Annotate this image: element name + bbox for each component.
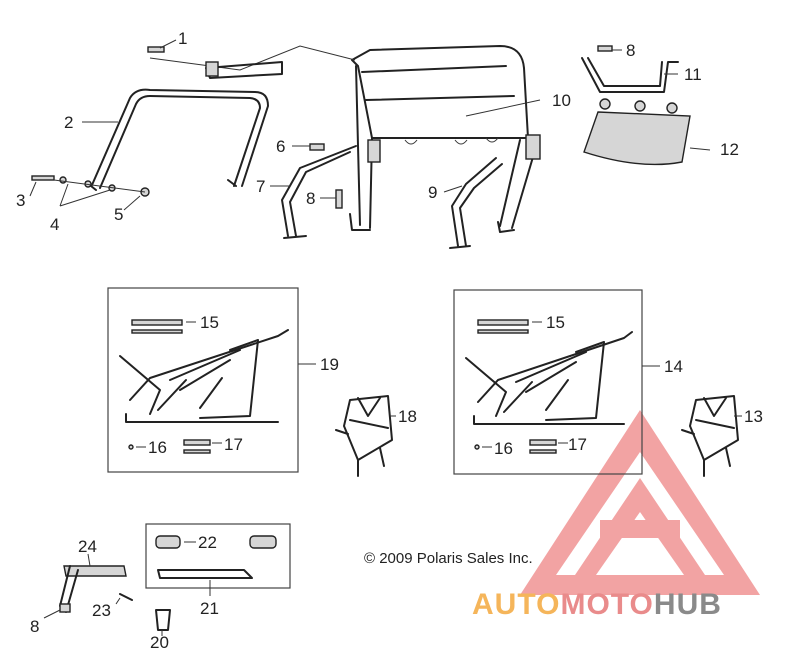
callout-5: 5: [114, 205, 123, 224]
callout-15-right: 15: [546, 313, 565, 332]
part-left-brace: [281, 143, 357, 239]
assembly-line-top: [149, 45, 356, 71]
part-side-net-13: [681, 395, 739, 477]
callout-21: 21: [200, 599, 219, 618]
part-storage-bag: [583, 98, 691, 166]
part-handle-24: [59, 565, 127, 613]
part-front-hoop: [85, 61, 283, 191]
callout-4: 4: [50, 215, 59, 234]
part-bolt-1: [147, 46, 165, 53]
callout-2: 2: [64, 113, 73, 132]
roll-cage-frame: [349, 45, 541, 233]
callout-9: 9: [428, 183, 437, 202]
callout-14: 14: [664, 357, 683, 376]
callout-23: 23: [92, 601, 111, 620]
callout-20: 20: [150, 633, 169, 652]
callout-12: 12: [720, 140, 739, 159]
callout-7: 7: [256, 177, 265, 196]
part-bolt-3: [31, 175, 150, 197]
callout-labels: 1 2 3 4 5 6 7 8 9 10 8 11 12 15 15 19 14…: [16, 29, 763, 652]
callout-16-right: 16: [494, 439, 513, 458]
kit-left-parts: [119, 319, 289, 454]
kit-box-left: [107, 287, 299, 473]
watermark-auto: AUTO: [472, 588, 560, 621]
callout-8-bottom: 8: [30, 617, 39, 636]
callout-1: 1: [178, 29, 187, 48]
part-grab-handle-kit: [155, 535, 277, 579]
callout-13: 13: [744, 407, 763, 426]
callout-11: 11: [684, 65, 702, 84]
watermark-hub: HUB: [654, 588, 722, 621]
part-right-brace: [449, 157, 503, 249]
copyright-notice: © 2009 Polaris Sales Inc.: [364, 550, 533, 567]
part-pin-23: [119, 593, 133, 601]
part-bolt-8-mid: [335, 189, 343, 209]
callout-10: 10: [552, 91, 571, 110]
callout-3: 3: [16, 191, 25, 210]
kit-box-right: [453, 289, 643, 475]
callout-8-mid: 8: [306, 189, 315, 208]
callout-17-right: 17: [568, 435, 587, 454]
callout-24: 24: [78, 537, 97, 556]
leader-lines: [29, 39, 742, 636]
callout-6: 6: [276, 137, 285, 156]
callout-15-left: 15: [200, 313, 219, 332]
callout-22: 22: [198, 533, 217, 552]
watermark-logo: [520, 410, 760, 595]
callout-8-top: 8: [626, 41, 635, 60]
callout-18: 18: [398, 407, 417, 426]
watermark-moto: MOTO: [560, 588, 653, 621]
watermark-text: AUTOMOTOHUB: [472, 588, 722, 621]
part-clip-20: [155, 609, 171, 631]
callout-16-left: 16: [148, 438, 167, 457]
kit-box-bottom: [145, 523, 291, 589]
part-side-net-18: [335, 395, 393, 477]
callout-19: 19: [320, 355, 339, 374]
kit-right-parts: [465, 319, 633, 454]
callout-17-left: 17: [224, 435, 243, 454]
part-rear-bar: [581, 45, 679, 93]
